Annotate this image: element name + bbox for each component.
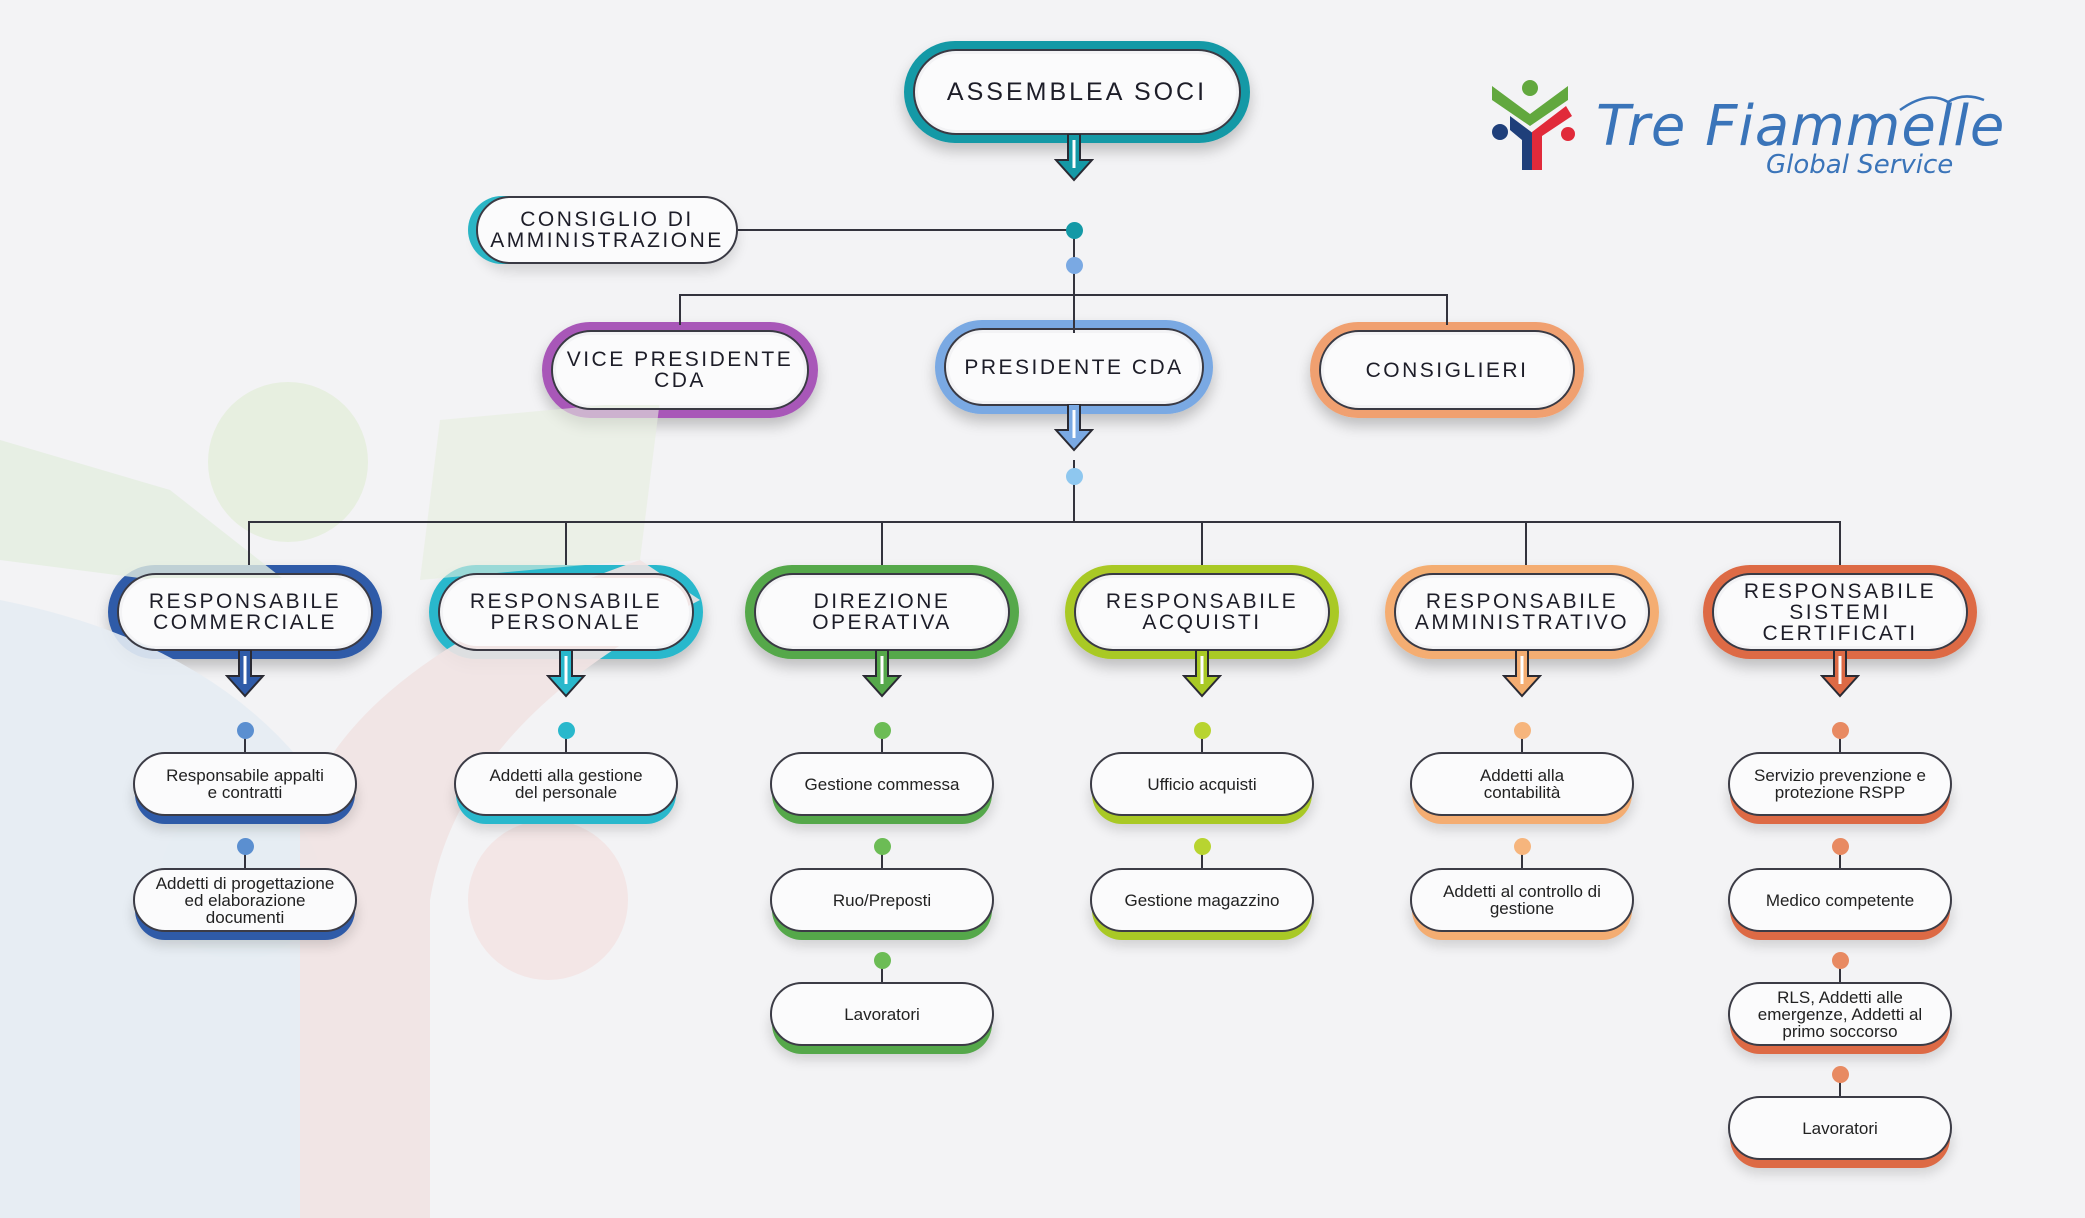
sub-item-label: Addetti alla gestione del personale	[489, 766, 643, 802]
arrow-down-icon	[225, 650, 265, 698]
logo-name: Tre Fiammelle	[1596, 94, 2006, 159]
bg-circle-green	[208, 382, 368, 542]
node-sub-item[interactable]: Gestione commessa	[770, 752, 994, 816]
node-label: RESPONSABILE PERSONALE	[469, 590, 663, 634]
sub-item-label: RLS, Addetti alle emergenze, Addetti al …	[1757, 987, 1923, 1041]
junction-dot	[1831, 1065, 1849, 1083]
node-sub-item[interactable]: Medico competente	[1728, 868, 1952, 932]
sub-item-label: Lavoratori	[844, 1004, 920, 1024]
junction-dot	[236, 721, 254, 739]
line-dept-bar	[248, 521, 1841, 565]
bg-leaf-green	[0, 440, 310, 600]
arrow-down-icon	[1054, 404, 1094, 452]
node-sub-item[interactable]: Addetti alla gestione del personale	[454, 752, 678, 816]
junction-dot	[1193, 721, 1211, 739]
node-label: ASSEMBLEA SOCI	[946, 77, 1208, 106]
node-sub-item[interactable]: Servizio prevenzione e protezione RSPP	[1728, 752, 1952, 816]
node-dept-amministrativo[interactable]: RESPONSABILE AMMINISTRATIVO	[1385, 565, 1659, 659]
node-dept-sistemi-certificati[interactable]: RESPONSABILE SISTEMI CERTIFICATI	[1703, 565, 1977, 659]
node-consiglio-amministrazione[interactable]: CONSIGLIO DI AMMINISTRAZIONE	[476, 196, 738, 264]
bg-body-red	[300, 560, 700, 1218]
node-label: RESPONSABILE AMMINISTRATIVO	[1414, 590, 1630, 634]
arrow-down-icon	[1182, 650, 1222, 698]
sub-item-label: Medico competente	[1765, 890, 1915, 910]
junction-dot	[1513, 721, 1531, 739]
junction-dot	[873, 951, 891, 969]
node-sub-item[interactable]: Ruo/Preposti	[770, 868, 994, 932]
junction-dot	[1065, 221, 1083, 239]
junction-dot	[1513, 837, 1531, 855]
sub-item-label: Servizio prevenzione e protezione RSPP	[1754, 766, 1926, 802]
junction-dot	[873, 721, 891, 739]
sub-item-label: Ufficio acquisti	[1147, 774, 1257, 794]
junction-dot	[1065, 256, 1083, 274]
junction-dot	[236, 837, 254, 855]
node-sub-item[interactable]: Responsabile appalti e contratti	[133, 752, 357, 816]
node-sub-item[interactable]: Addetti al controllo di gestione	[1410, 868, 1634, 932]
node-vice-presidente-cda[interactable]: VICE PRESIDENTE CDA	[542, 322, 818, 418]
node-label: PRESIDENTE CDA	[964, 355, 1184, 379]
junction-dot	[1065, 467, 1083, 485]
arrow-down-icon	[1502, 650, 1542, 698]
junction-dot	[1831, 951, 1849, 969]
logo: Tre Fiammelle Global Service	[1480, 70, 2004, 190]
node-label: CONSIGLIO DI AMMINISTRAZIONE	[490, 208, 724, 252]
arrow-down-icon	[1820, 650, 1860, 698]
sub-item-label: Ruo/Preposti	[832, 890, 932, 910]
node-sub-item[interactable]: RLS, Addetti alle emergenze, Addetti al …	[1728, 982, 1952, 1046]
junction-dot	[1831, 721, 1849, 739]
node-presidente-cda[interactable]: PRESIDENTE CDA	[935, 320, 1213, 414]
sub-item-label: Addetti alla contabilità	[1479, 766, 1565, 802]
node-consiglieri[interactable]: CONSIGLIERI	[1310, 322, 1584, 418]
node-dept-commerciale[interactable]: RESPONSABILE COMMERCIALE	[108, 565, 382, 659]
logo-tagline: Global Service	[1766, 150, 1954, 180]
line-level2-bar	[679, 294, 1448, 325]
node-sub-item[interactable]: Ufficio acquisti	[1090, 752, 1314, 816]
node-label: CONSIGLIERI	[1365, 358, 1529, 382]
bg-leaf-green-2	[420, 400, 660, 580]
arrow-down-icon	[862, 650, 902, 698]
arrow-down-icon	[1054, 134, 1094, 182]
junction-dot	[557, 721, 575, 739]
junction-dot	[1831, 837, 1849, 855]
node-label: RESPONSABILE SISTEMI CERTIFICATI	[1743, 579, 1937, 645]
sub-item-label: Addetti di progettazione ed elaborazione…	[155, 873, 335, 927]
junction-dot	[873, 837, 891, 855]
node-sub-item[interactable]: Lavoratori	[770, 982, 994, 1046]
node-sub-item[interactable]: Addetti alla contabilità	[1410, 752, 1634, 816]
logo-mark-icon	[1492, 80, 1575, 170]
sub-item-label: Gestione magazzino	[1124, 890, 1280, 910]
arrow-down-icon	[546, 650, 586, 698]
node-label: DIREZIONE OPERATIVA	[812, 590, 952, 634]
sub-item-label: Gestione commessa	[804, 774, 960, 794]
sub-item-label: Lavoratori	[1802, 1118, 1878, 1138]
node-assemblea-soci[interactable]: ASSEMBLEA SOCI	[904, 41, 1250, 143]
sub-item-label: Responsabile appalti e contratti	[166, 766, 324, 802]
node-dept-acquisti[interactable]: RESPONSABILE ACQUISTI	[1065, 565, 1339, 659]
junction-dot	[1193, 837, 1211, 855]
node-sub-item[interactable]: Addetti di progettazione ed elaborazione…	[133, 868, 357, 932]
bg-circle-red	[468, 820, 628, 980]
node-dept-personale[interactable]: RESPONSABILE PERSONALE	[429, 565, 703, 659]
node-label: RESPONSABILE ACQUISTI	[1105, 590, 1299, 634]
node-label: RESPONSABILE COMMERCIALE	[148, 590, 342, 634]
sub-item-label: Addetti al controllo di gestione	[1443, 882, 1601, 918]
node-label: VICE PRESIDENTE CDA	[566, 348, 794, 392]
node-sub-item[interactable]: Lavoratori	[1728, 1096, 1952, 1160]
node-sub-item[interactable]: Gestione magazzino	[1090, 868, 1314, 932]
logo-bird-icon	[1899, 95, 1985, 112]
node-dept-operativa[interactable]: DIREZIONE OPERATIVA	[745, 565, 1019, 659]
